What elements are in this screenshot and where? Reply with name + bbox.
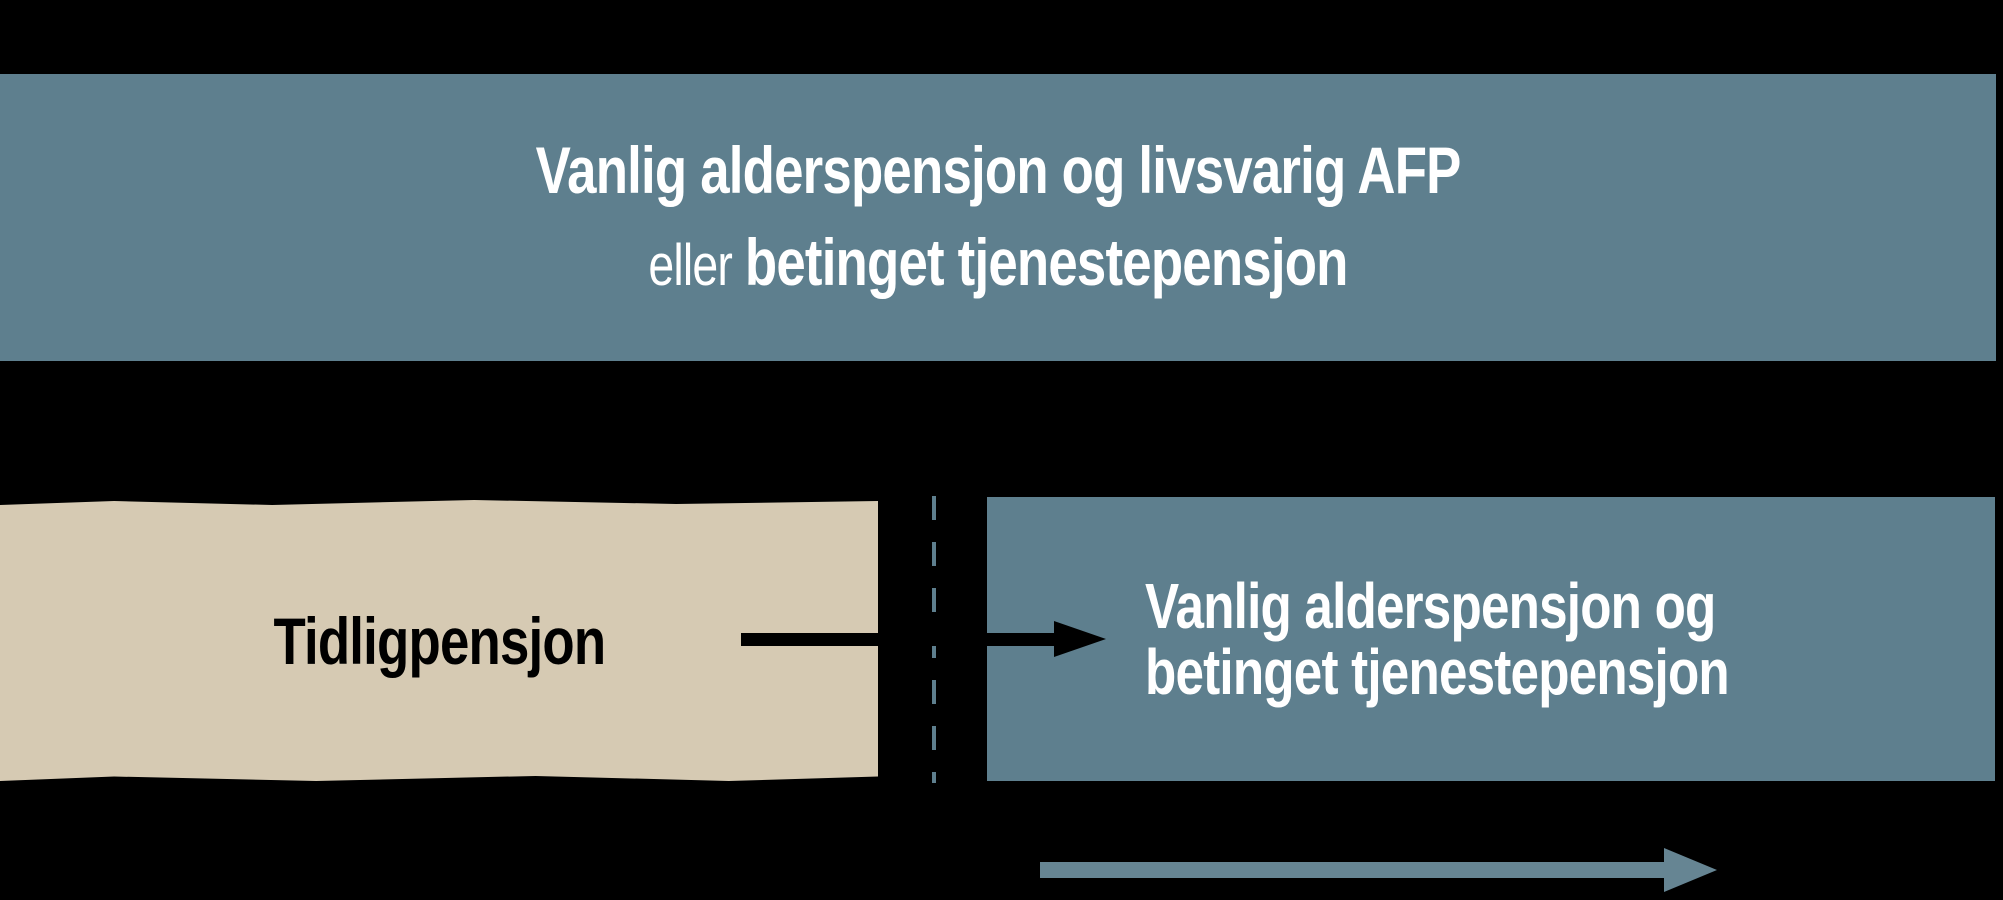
top-box-line1: Vanlig alderspensjon og livsvarig AFP xyxy=(420,124,1576,216)
top-box-line1-text: Vanlig alderspensjon og livsvarig AFP xyxy=(535,132,1461,207)
early-pension-label: Tidligpensjon xyxy=(273,603,606,678)
top-box-line2-regular-word: eller xyxy=(648,232,733,298)
timeline-arrow-icon xyxy=(1664,848,1717,892)
right-box-line2-text: betinget tjenestepensjon xyxy=(1145,636,1730,708)
regular-pension-box: Vanlig alderspensjon og betinget tjenest… xyxy=(987,497,1995,781)
timeline-arrow-shaft xyxy=(1040,862,1666,878)
early-pension-box: Tidligpensjon xyxy=(0,500,878,781)
right-box-line1-text: Vanlig alderspensjon og xyxy=(1145,570,1716,642)
top-box-line2-bold-text: betinget tjenestepensjon xyxy=(744,224,1349,299)
right-box-line1: Vanlig alderspensjon og xyxy=(1145,573,1858,639)
right-box-line2: betinget tjenestepensjon xyxy=(1145,639,1875,705)
top-pension-box: Vanlig alderspensjon og livsvarig AFP el… xyxy=(0,74,1996,361)
transition-arrow-icon xyxy=(1054,621,1106,657)
transition-arrow-shaft xyxy=(741,633,1056,646)
